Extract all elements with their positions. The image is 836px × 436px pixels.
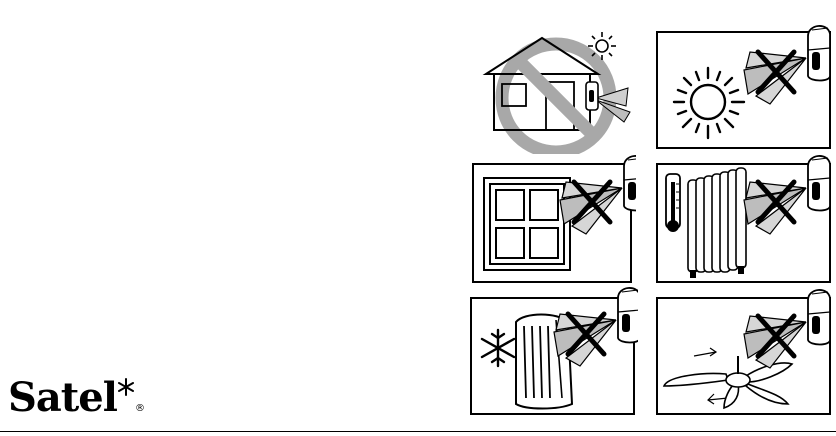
logo-flake-icon: [117, 378, 135, 396]
house-sun-prohibited-icon: [478, 26, 638, 154]
air-conditioner-snowflake-icon: [468, 286, 638, 418]
sun-icon: [654, 22, 836, 150]
radiator-thermometer-icon: [654, 152, 836, 288]
ceiling-fan-icon: [654, 286, 836, 418]
brand-name: Satel: [8, 374, 117, 421]
footer-rule: [0, 431, 836, 432]
satel-logo: Satel ®: [8, 374, 198, 424]
window-icon: [470, 152, 636, 288]
registered-mark: ®: [135, 403, 145, 414]
